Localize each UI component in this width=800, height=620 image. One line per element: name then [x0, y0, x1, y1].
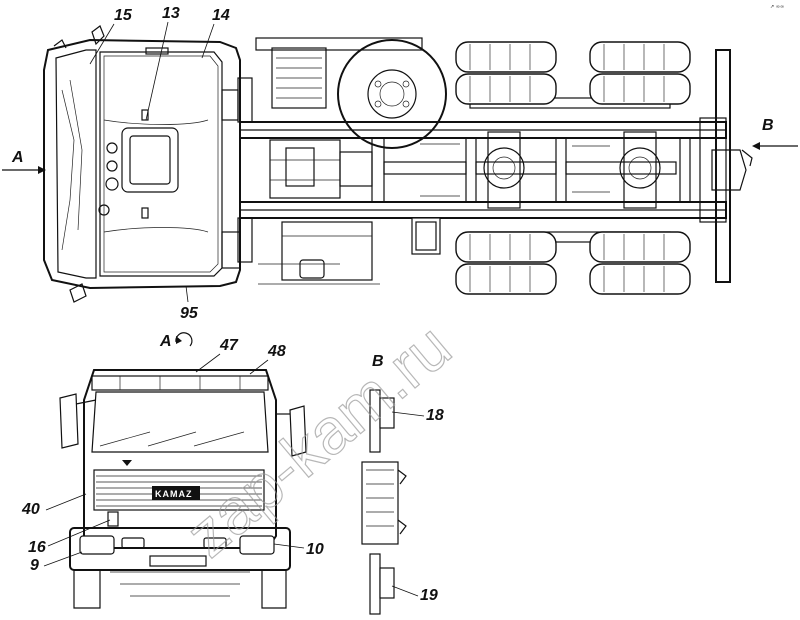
callout-15: 15	[114, 7, 133, 24]
view-label-a-top: A	[11, 149, 24, 166]
rear-lamp-lower-body	[369, 553, 381, 615]
callout-14: 14	[212, 7, 230, 24]
view-label-b-top: B	[762, 117, 774, 134]
callout-40: 40	[21, 501, 40, 518]
kamaz-badge	[152, 486, 200, 500]
callout-95: 95	[180, 305, 199, 322]
callout-19: 19	[420, 587, 438, 604]
callout-13: 13	[162, 5, 180, 22]
callout-16: 16	[28, 539, 46, 556]
callout-18: 18	[426, 407, 444, 424]
view-label-a-front: A	[159, 333, 172, 350]
callout-9: 9	[30, 557, 39, 574]
view-arrow-a-left: A	[2, 149, 46, 174]
kamaz-badge-text: KAMAZ	[155, 489, 193, 499]
front-bumper	[69, 527, 291, 571]
callout-47: 47	[219, 337, 239, 354]
chassis-frame	[221, 37, 753, 285]
callouts-top-view: 15 13 14 95	[89, 5, 230, 322]
corner-mark: ↗ ∞∞	[770, 4, 784, 10]
watermark-text: zap-kam.ru	[173, 310, 464, 571]
front-view: A KAMAZ 47 48	[21, 332, 324, 609]
tow-hitch-assembly	[361, 461, 399, 545]
callout-10: 10	[306, 541, 324, 558]
cab-top-outline	[43, 25, 241, 303]
rear-view-b: B 18 19	[361, 353, 444, 615]
top-view: A B 15 13 14 95	[2, 5, 798, 322]
windshield	[91, 391, 269, 453]
callout-48: 48	[267, 343, 286, 360]
rear-wheels-top	[455, 41, 691, 295]
view-arrow-b-right: B	[752, 117, 798, 150]
view-label-b-side: B	[372, 353, 384, 370]
